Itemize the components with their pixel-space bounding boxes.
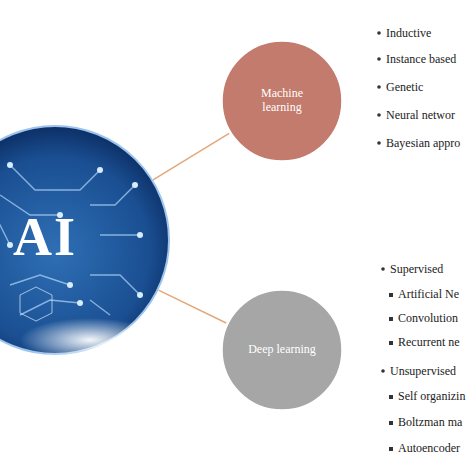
list-item: Artificial Ne [398, 287, 459, 301]
cube-icon [20, 287, 52, 321]
node-label: Deep learning [248, 343, 316, 357]
circuit-trace [0, 225, 10, 245]
bullet [377, 85, 381, 89]
bullet [381, 267, 385, 271]
circuit-trace [90, 300, 110, 315]
list-item: Neural networ [386, 108, 455, 122]
square-bullet [389, 293, 393, 297]
square-bullet [389, 421, 393, 425]
circuit-trace [10, 275, 70, 285]
ai-title: AI [13, 206, 77, 274]
bullet [377, 57, 381, 61]
circle-node: Deep learning [220, 288, 344, 412]
circuit-node [77, 300, 83, 306]
bullet [381, 369, 385, 373]
square-bullet [389, 447, 393, 451]
bullet [377, 31, 381, 35]
circuit-node [67, 282, 73, 288]
list-item: Boltzman ma [398, 415, 462, 429]
circuit-trace [90, 275, 140, 295]
connector-line [158, 290, 226, 323]
list-item: Convolution [398, 311, 458, 325]
circuit-node [97, 167, 103, 173]
light-glow [20, 318, 160, 362]
circuit-trace [10, 165, 100, 190]
list-item: Inductive [386, 26, 431, 40]
list-item: Unsupervised [390, 364, 456, 378]
node-circle [222, 41, 342, 161]
circuit-node [137, 292, 143, 298]
list-item: Instance based [386, 52, 456, 66]
square-bullet [389, 341, 393, 345]
bullet [377, 113, 381, 117]
square-bullet [389, 317, 393, 321]
list-item: Genetic [386, 80, 423, 94]
node-label: Machine learning [242, 87, 322, 115]
list-item: Recurrent ne [398, 335, 460, 349]
list-item: Supervised [390, 262, 443, 276]
circuit-node [7, 242, 13, 248]
circle-node: AI [0, 125, 170, 355]
circuit-node [137, 232, 143, 238]
circle-node: Machine learning [220, 39, 344, 163]
circuit-trace [100, 234, 140, 235]
square-bullet [389, 395, 393, 399]
connector-line [153, 133, 229, 180]
circuit-node [132, 182, 138, 188]
list-item: Self organizin [398, 389, 465, 403]
circuit-node [7, 162, 13, 168]
circuit-trace [20, 300, 80, 315]
circuit-trace [90, 185, 135, 205]
node-circle [222, 290, 342, 410]
list-item: Autoencoder [398, 441, 460, 455]
list-item: Bayesian appro [386, 136, 460, 150]
bullet [377, 141, 381, 145]
